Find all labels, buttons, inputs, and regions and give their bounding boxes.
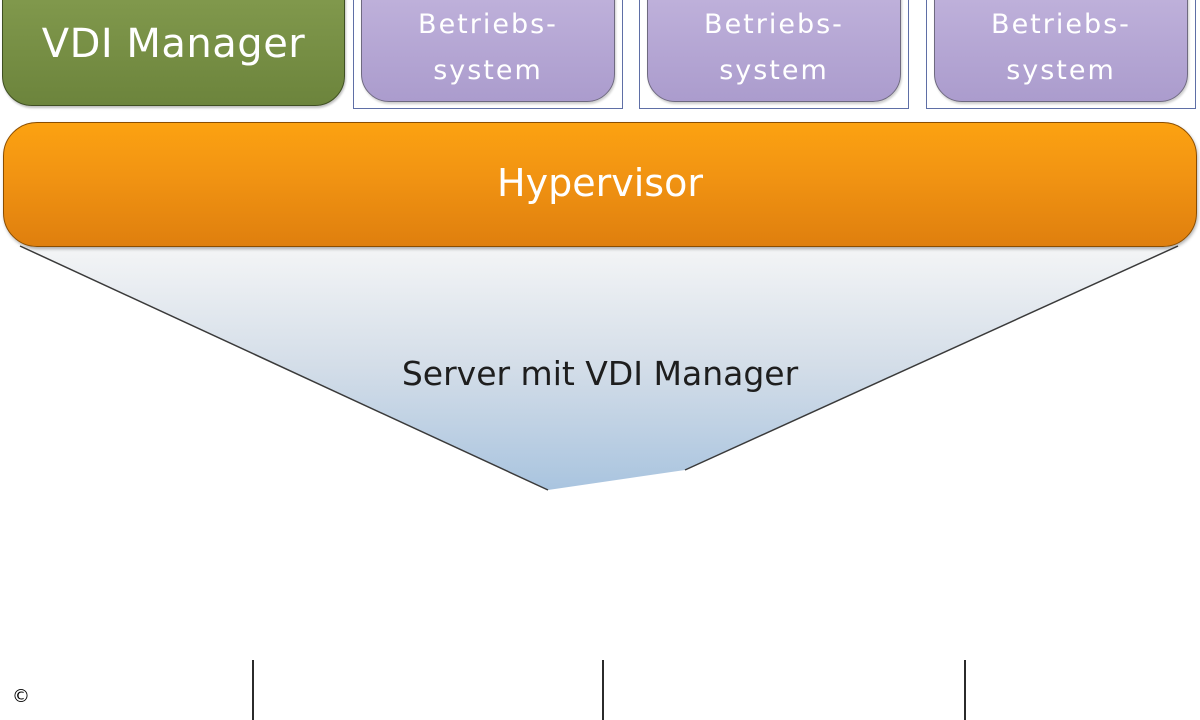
cone-right-edge — [684, 245, 1179, 471]
os-label-line2: system — [1006, 55, 1116, 86]
virtual-machine-2: Betriebs- system — [639, 0, 909, 109]
os-label-line2: system — [433, 55, 543, 86]
vdi-manager-box: VDI Manager — [2, 0, 345, 106]
os-label-line2: system — [719, 55, 829, 86]
server-caption: Server mit VDI Manager — [401, 354, 799, 393]
cone-left-edge — [19, 245, 549, 491]
vdi-manager-label: VDI Manager — [41, 21, 306, 67]
virtual-machine-1: Betriebs- system — [353, 0, 623, 109]
os-label-line1: Betriebs- — [704, 9, 844, 40]
operating-system-box-3: Betriebs- system — [934, 0, 1188, 102]
operating-system-box-2: Betriebs- system — [647, 0, 901, 102]
os-label-line1: Betriebs- — [991, 9, 1131, 40]
hypervisor-bar: Hypervisor — [3, 122, 1197, 247]
virtual-machine-3: Betriebs- system — [926, 0, 1196, 109]
operating-system-label-3: Betriebs- system — [935, 2, 1187, 94]
operating-system-label-2: Betriebs- system — [648, 2, 900, 94]
hypervisor-projection-cone — [20, 246, 1178, 490]
copyright-icon: © — [12, 686, 30, 707]
hypervisor-label: Hypervisor — [497, 160, 703, 205]
operating-system-box-1: Betriebs- system — [361, 0, 615, 102]
os-label-line1: Betriebs- — [418, 9, 558, 40]
operating-system-label-1: Betriebs- system — [362, 2, 614, 94]
